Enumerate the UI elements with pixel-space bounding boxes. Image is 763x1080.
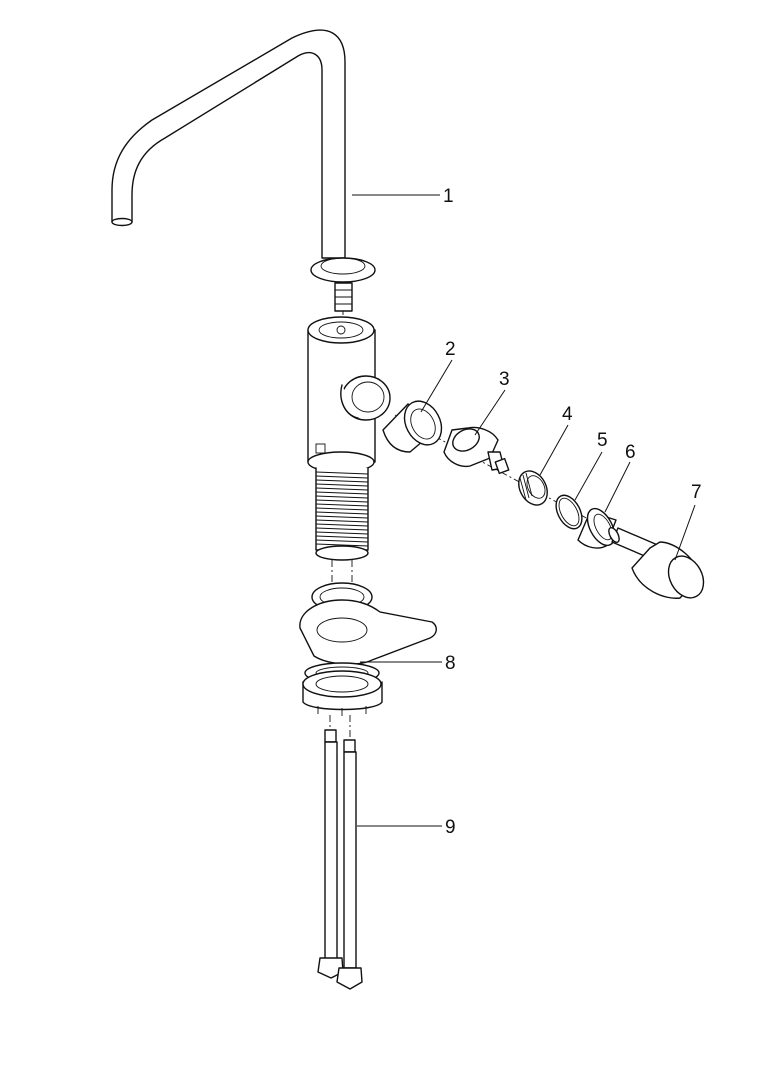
callout-5: 5 bbox=[597, 430, 608, 451]
threaded-ring bbox=[518, 470, 548, 506]
callout-7: 7 bbox=[691, 482, 702, 503]
cover-cap bbox=[577, 507, 617, 549]
callout-9: 9 bbox=[445, 817, 456, 838]
mounting-set bbox=[299, 582, 437, 716]
leader-lines bbox=[352, 194, 696, 827]
valve-body bbox=[307, 316, 391, 473]
cartridge bbox=[443, 426, 510, 475]
callout-3: 3 bbox=[499, 369, 510, 390]
threaded-shank bbox=[315, 467, 369, 561]
lever-handle bbox=[608, 526, 705, 599]
callout-6: 6 bbox=[625, 442, 636, 463]
o-ring bbox=[555, 494, 583, 530]
spout bbox=[111, 29, 376, 312]
callout-8: 8 bbox=[445, 653, 456, 674]
callout-4: 4 bbox=[562, 404, 573, 425]
callout-2: 2 bbox=[445, 339, 456, 360]
handle-sleeve bbox=[382, 400, 443, 453]
callout-1: 1 bbox=[443, 186, 454, 207]
supply-hoses bbox=[317, 729, 363, 990]
